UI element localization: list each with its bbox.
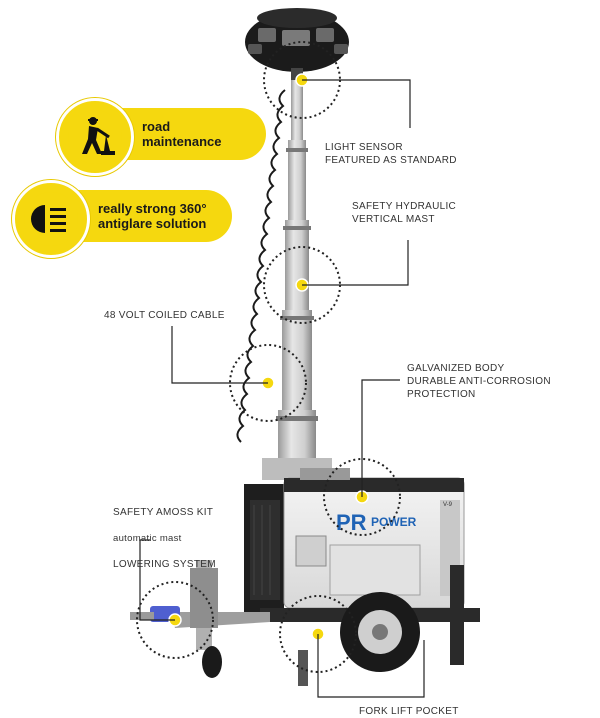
- brand-power: POWER: [371, 515, 417, 529]
- brand-logo: PR POWER V-9: [336, 502, 453, 535]
- amoss-end: LOWERING SYSTEM: [113, 559, 216, 570]
- antiglare-badge: really strong 360° antiglare solution: [12, 180, 232, 258]
- lamp-head: [245, 8, 349, 82]
- callout-galvanized: GALVANIZED BODY DURABLE ANTI-CORROSION P…: [407, 363, 551, 400]
- antiglare-text: really strong 360° antiglare solution: [98, 201, 207, 231]
- callout-coiled-cable: 48 VOLT COILED CABLE: [104, 310, 225, 321]
- telescopic-mast: [262, 80, 332, 480]
- callout-hydraulic-mast: SAFETY HYDRAULIC VERTICAL MAST: [352, 201, 457, 225]
- callout-fork-lift: FORK LIFT POCKET: [359, 706, 459, 717]
- road-maintenance-text: road maintenance: [142, 119, 222, 149]
- brand-model: V-9: [443, 502, 453, 508]
- badge-disc: [12, 180, 90, 258]
- amoss-subtitle: automatic mast: [113, 533, 182, 544]
- callout-amoss: SAFETY AMOSS KIT automatic mast LOWERING…: [113, 493, 216, 584]
- badge-disc: [56, 98, 134, 176]
- headlight-beam-icon: [24, 192, 78, 246]
- road-worker-icon: [68, 110, 122, 164]
- callout-light-sensor: LIGHT SENSOR FEATURED AS STANDARD: [325, 142, 457, 166]
- generator-body: [244, 468, 465, 614]
- road-maintenance-badge: road maintenance: [56, 98, 266, 176]
- brand-pr: PR: [336, 510, 367, 535]
- amoss-title: SAFETY AMOSS KIT: [113, 507, 214, 518]
- trailer-chassis: [130, 560, 480, 686]
- leader-lines: [139, 79, 425, 698]
